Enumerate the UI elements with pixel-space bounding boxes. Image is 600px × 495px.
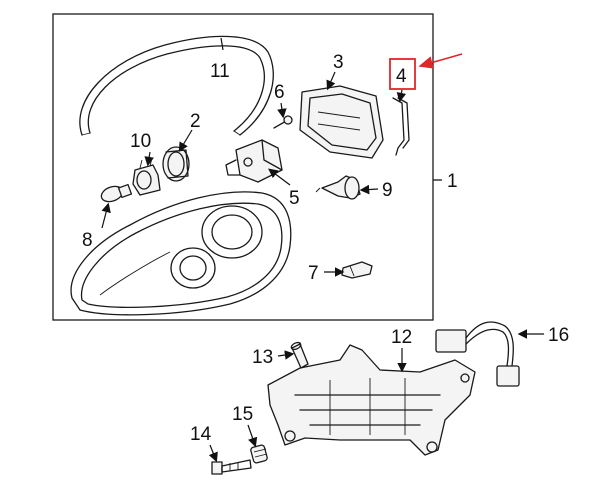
- part-16-wire-harness: [435, 321, 520, 387]
- callout-9: 9: [382, 180, 393, 201]
- part-3-housing-cover: [299, 85, 384, 159]
- part-11-seal-strip: [79, 35, 274, 136]
- part-4-bracket: [392, 97, 410, 156]
- callout-11: 11: [210, 61, 230, 82]
- callout-10: 10: [130, 131, 151, 152]
- assembly-frame: [52, 13, 434, 321]
- callout-1: 1: [447, 171, 458, 192]
- part-10-bulb-socket: [132, 157, 161, 196]
- part-6-screw: [273, 115, 293, 129]
- leader-8: [101, 202, 111, 229]
- callout-3: 3: [333, 52, 344, 73]
- callout-5: 5: [289, 188, 300, 209]
- leader-10: [144, 151, 154, 167]
- leader-3: [326, 71, 336, 91]
- callout-2: 2: [190, 111, 201, 132]
- part-15-nut: [250, 444, 268, 464]
- part-12-mounting-base: [267, 344, 476, 456]
- part-14-bolt: [211, 459, 252, 475]
- leader-14: [208, 444, 218, 463]
- leader-4: [396, 89, 407, 103]
- callout-8: 8: [82, 230, 93, 251]
- part-7-clip: [341, 261, 373, 279]
- callout-4: 4: [396, 66, 407, 87]
- headlamp-housing: [70, 191, 292, 316]
- callout-16: 16: [548, 325, 569, 346]
- leader-2: [178, 129, 193, 153]
- leader-9: [359, 184, 379, 195]
- part-13-pin: [290, 341, 309, 369]
- part-9-main-bulb: [315, 175, 361, 200]
- callout-labels: 1 2 3 4 5 6 7 8 9 10 11 12 13 14 15 16: [82, 52, 569, 445]
- part-5-adjuster-motor: [225, 139, 283, 183]
- leader-6: [277, 102, 287, 119]
- highlight-arrow: [418, 53, 463, 69]
- callout-7: 7: [308, 263, 319, 284]
- leader-15: [247, 424, 258, 448]
- callout-13: 13: [252, 347, 273, 368]
- highlight-box: [389, 58, 416, 90]
- part-2-bulb-ring: [162, 146, 190, 182]
- leader-lines: [101, 37, 544, 463]
- callout-12: 12: [391, 327, 412, 348]
- leader-11: [220, 37, 224, 51]
- leader-13: [277, 350, 295, 360]
- leader-5: [268, 168, 291, 186]
- callout-15: 15: [232, 404, 253, 425]
- callout-14: 14: [190, 424, 212, 445]
- part-8-small-bulb: [100, 183, 133, 203]
- callout-6: 6: [274, 82, 285, 103]
